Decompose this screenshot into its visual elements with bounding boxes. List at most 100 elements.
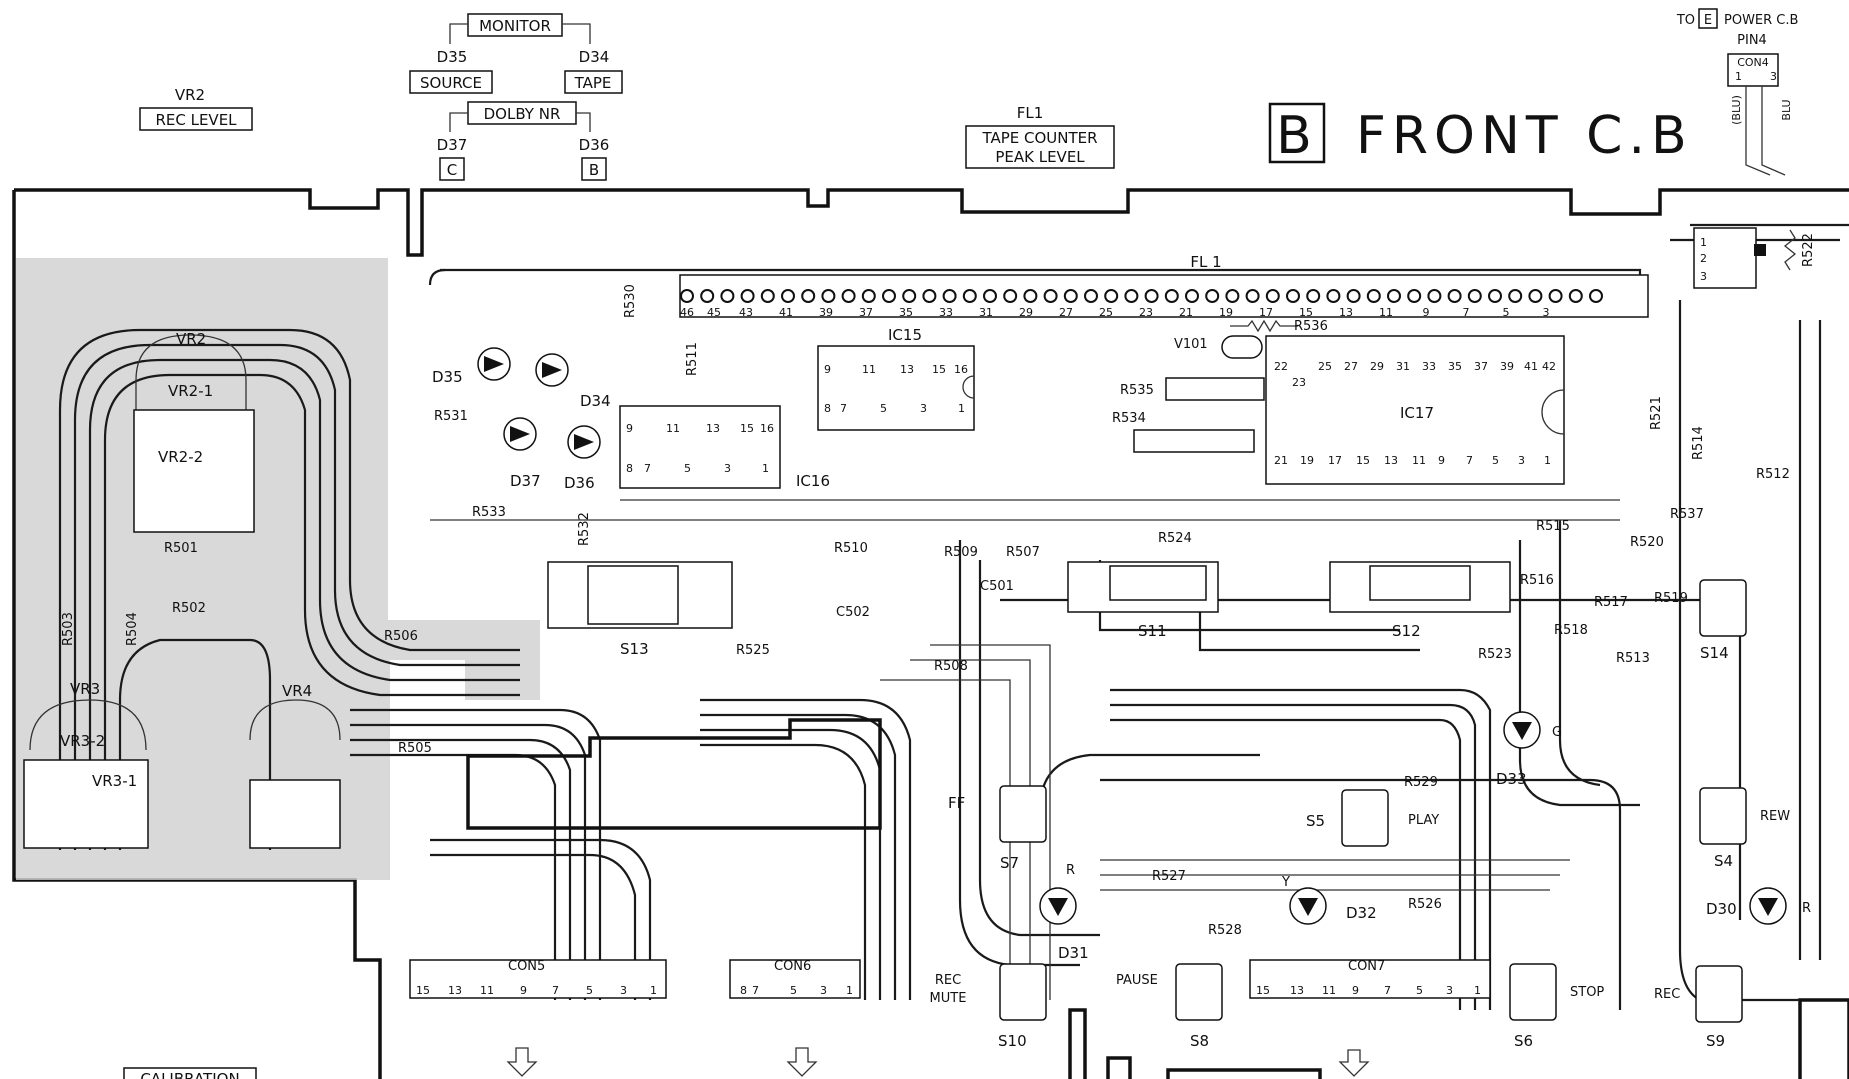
con4-pin3: 3 <box>1770 70 1777 83</box>
con5-pin: 7 <box>552 984 559 997</box>
fl1-pin-pad <box>720 289 735 303</box>
r503-label: R503 <box>61 612 76 646</box>
r536-label: R536 <box>1294 319 1328 334</box>
ic17-pin: 1 <box>1544 454 1551 467</box>
c502-label: C502 <box>836 605 870 620</box>
r502-label: R502 <box>172 601 206 616</box>
con5: CON5 15 13 11 9 7 5 3 1 <box>409 959 667 999</box>
r525-label: R525 <box>736 643 770 658</box>
fl1-header: FL1 <box>1017 104 1044 122</box>
fl-pin-label: 31 <box>979 306 993 319</box>
r532-label: R532 <box>577 512 592 546</box>
ic17-pin: 37 <box>1474 360 1488 373</box>
vr3-pot: VR3 VR3-2 VR3-1 <box>23 680 149 849</box>
fl1-pin-pad <box>1023 289 1038 303</box>
r516-label: R516 <box>1520 573 1554 588</box>
fl-pin-label: 27 <box>1059 306 1073 319</box>
con7-pin: 9 <box>1352 984 1359 997</box>
r522-label: R522 <box>1801 233 1816 267</box>
ic17-pin: 13 <box>1384 454 1398 467</box>
play-label: PLAY <box>1408 813 1439 828</box>
fl1-pin-pad <box>841 289 856 303</box>
to-label: TO <box>1676 13 1695 28</box>
fl-pin-label: 15 <box>1299 306 1313 319</box>
ic16-pin: 13 <box>706 422 720 435</box>
con7-pin: 5 <box>1416 984 1423 997</box>
vr2-header: VR2 <box>175 86 205 104</box>
con5-pin: 15 <box>416 984 430 997</box>
ic16-pin: 8 <box>626 462 633 475</box>
r506-label: R506 <box>384 629 418 644</box>
pause-label: PAUSE <box>1116 973 1158 988</box>
r535-label: R535 <box>1120 383 1154 398</box>
r509-label: R509 <box>944 545 978 560</box>
ic17-pin: 15 <box>1356 454 1370 467</box>
r513-label: R513 <box>1616 651 1650 666</box>
con6-pin: 5 <box>790 984 797 997</box>
fl1-pin-pad <box>1104 289 1119 303</box>
r510-label: R510 <box>834 541 868 556</box>
con4-board-pin: 2 <box>1700 252 1707 265</box>
v101-label: V101 <box>1174 337 1208 352</box>
fl1-pin-pad <box>902 289 917 303</box>
ic15-pin: 15 <box>932 363 946 376</box>
switch-s7: FF S7 <box>948 785 1047 872</box>
ic15-pin: 1 <box>958 402 965 415</box>
con7-pin: 1 <box>1474 984 1481 997</box>
monitor-selector-label: MONITOR D35 D34 SOURCE TAPE <box>409 13 623 94</box>
fl1-pin-pad <box>962 289 977 303</box>
ic15: IC15 9 11 13 15 16 8 7 5 3 1 <box>817 326 975 431</box>
con5-pin: 5 <box>586 984 593 997</box>
calibration-text: CALIBRATION <box>140 1070 239 1079</box>
r507-label: R507 <box>1006 545 1040 560</box>
vr4-label: VR4 <box>282 682 312 700</box>
fl1-pin-pad <box>1387 289 1401 303</box>
switch-s11: S11 <box>1067 561 1219 640</box>
fl1-pin-numbers: 46 45 43 41 39 37 35 33 31 29 27 25 23 2… <box>680 306 1550 319</box>
con5-pin: 11 <box>480 984 494 997</box>
s13-label: S13 <box>620 640 649 658</box>
fl1-pin-pad <box>1548 289 1563 303</box>
monitor-label: MONITOR <box>479 17 551 35</box>
fl-pin-label: 43 <box>739 306 753 319</box>
dolby-b-label: B <box>589 161 599 179</box>
vr4-pot: VR4 <box>249 682 341 849</box>
fl-pin-label: 5 <box>1503 306 1510 319</box>
ic17-pin: 25 <box>1318 360 1332 373</box>
fl1-pin-pad <box>801 289 816 303</box>
ff-label: FF <box>948 794 965 812</box>
con7-pin: 7 <box>1384 984 1391 997</box>
led-d37: D37 <box>503 417 541 490</box>
r511-label: R511 <box>685 342 700 376</box>
r530-label: R530 <box>623 284 638 318</box>
r521-label: R521 <box>1649 396 1664 430</box>
con6: CON6 8 7 5 3 1 <box>729 959 861 999</box>
d37-label: D37 <box>510 472 541 490</box>
board-title: B FRONT C.B <box>1268 102 1687 166</box>
fl1-pin-pad <box>1225 289 1240 303</box>
display-window-cutout <box>466 718 882 830</box>
con4-board-pin: 1 <box>1700 236 1707 249</box>
vr3-1-label: VR3-1 <box>92 772 137 790</box>
con7-pin: 15 <box>1256 984 1270 997</box>
r534-array: R534 <box>1112 411 1255 453</box>
ic16-pin: 16 <box>760 422 774 435</box>
trace-network <box>58 223 1849 1010</box>
fl1-pin-pad <box>1124 289 1139 303</box>
d34-header: D34 <box>579 48 610 66</box>
r514-label: R514 <box>1691 426 1706 460</box>
led-d34: D34 <box>535 353 611 410</box>
ic15-pin: 11 <box>862 363 876 376</box>
r505-label: R505 <box>398 741 432 756</box>
fl1-pin-pad <box>1407 289 1422 303</box>
ic15-pin: 5 <box>880 402 887 415</box>
switch-s4: REW S4 <box>1699 787 1790 870</box>
led-d31: R D31 <box>1039 863 1089 962</box>
ic17-pin: 27 <box>1344 360 1358 373</box>
dolby-c-label: C <box>447 161 457 179</box>
switch-s14: S14 <box>1699 579 1747 662</box>
con6-label: CON6 <box>774 959 811 974</box>
con5-pin: 9 <box>520 984 527 997</box>
rec-mute-label-1: REC <box>935 973 961 988</box>
board-notch-mid <box>1068 1008 1087 1079</box>
